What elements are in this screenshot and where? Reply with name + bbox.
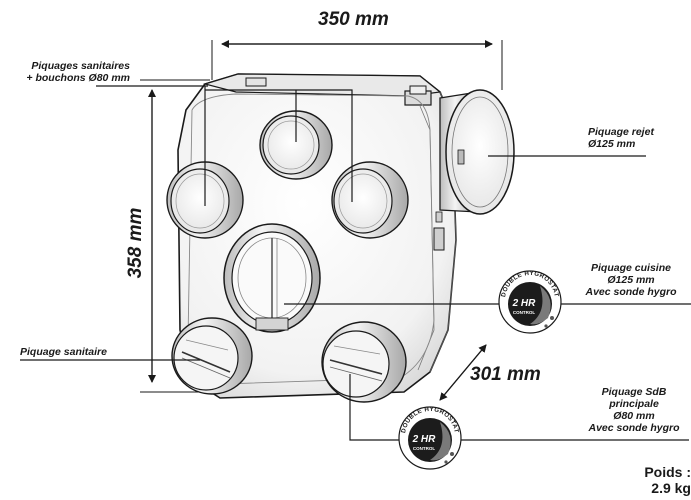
weight-label: Poids : (644, 464, 691, 480)
label-piquages-sanitaires-line2: + bouchons Ø80 mm (26, 72, 130, 84)
label-piquage-rejet-line1: Piquage rejet (588, 126, 654, 138)
badge-main-text-2: 2 HR (412, 434, 437, 445)
label-piquage-rejet-line2: Ø125 mm (588, 138, 636, 150)
label-piquage-sdb-line3: Ø80 mm (613, 410, 655, 422)
depth-dimension (439, 344, 487, 401)
label-piquage-sdb-line1: Piquage SdB (601, 386, 667, 398)
weight-value: 2.9 kg (651, 480, 691, 496)
badge-sub-text-1: CONTROL (513, 310, 535, 315)
spigot-bottom-left (171, 317, 253, 395)
weight-info: Poids : 2.9 kg (600, 464, 691, 496)
spigot-kitchen (223, 223, 321, 333)
label-piquage-rejet: Piquage rejet Ø125 mm (588, 126, 654, 150)
badge-sub-text-2: CONTROL (413, 446, 435, 451)
label-piquage-cuisine: Piquage cuisine Ø125 mm Avec sonde hygro (576, 262, 686, 298)
label-piquages-sanitaires: Piquages sanitaires + bouchons Ø80 mm (0, 60, 130, 84)
label-piquage-cuisine-line2: Ø125 mm (607, 274, 655, 286)
label-piquage-sdb-line2: principale (609, 398, 659, 410)
width-dimension (211, 40, 503, 90)
label-piquage-sdb: Piquage SdB principale Ø80 mm Avec sonde… (580, 386, 688, 434)
height-dimension-label: 358 mm (125, 207, 146, 279)
label-piquage-sanitaire: Piquage sanitaire (20, 346, 107, 358)
leader-lines (20, 85, 691, 441)
spigot-left (166, 161, 244, 239)
label-piquage-sanitaire-line1: Piquage sanitaire (20, 346, 107, 358)
depth-dimension-label: 301 mm (470, 364, 541, 385)
hygro-badge-kitchen (498, 270, 562, 334)
spigot-bottom-right (321, 321, 407, 403)
hygro-badge-bathroom (398, 406, 462, 470)
spigot-right (331, 161, 409, 239)
width-dimension-label: 350 mm (318, 9, 389, 30)
height-dimension (140, 79, 210, 393)
label-piquage-cuisine-line1: Piquage cuisine (591, 262, 671, 274)
spigot-top-center (259, 110, 333, 180)
exhaust-outlet (439, 89, 515, 215)
badge-main-text-1: 2 HR (512, 298, 537, 309)
label-piquage-cuisine-line3: Avec sonde hygro (585, 286, 677, 298)
label-piquage-sdb-line4: Avec sonde hygro (588, 422, 680, 434)
label-piquages-sanitaires-line1: Piquages sanitaires (31, 60, 130, 72)
